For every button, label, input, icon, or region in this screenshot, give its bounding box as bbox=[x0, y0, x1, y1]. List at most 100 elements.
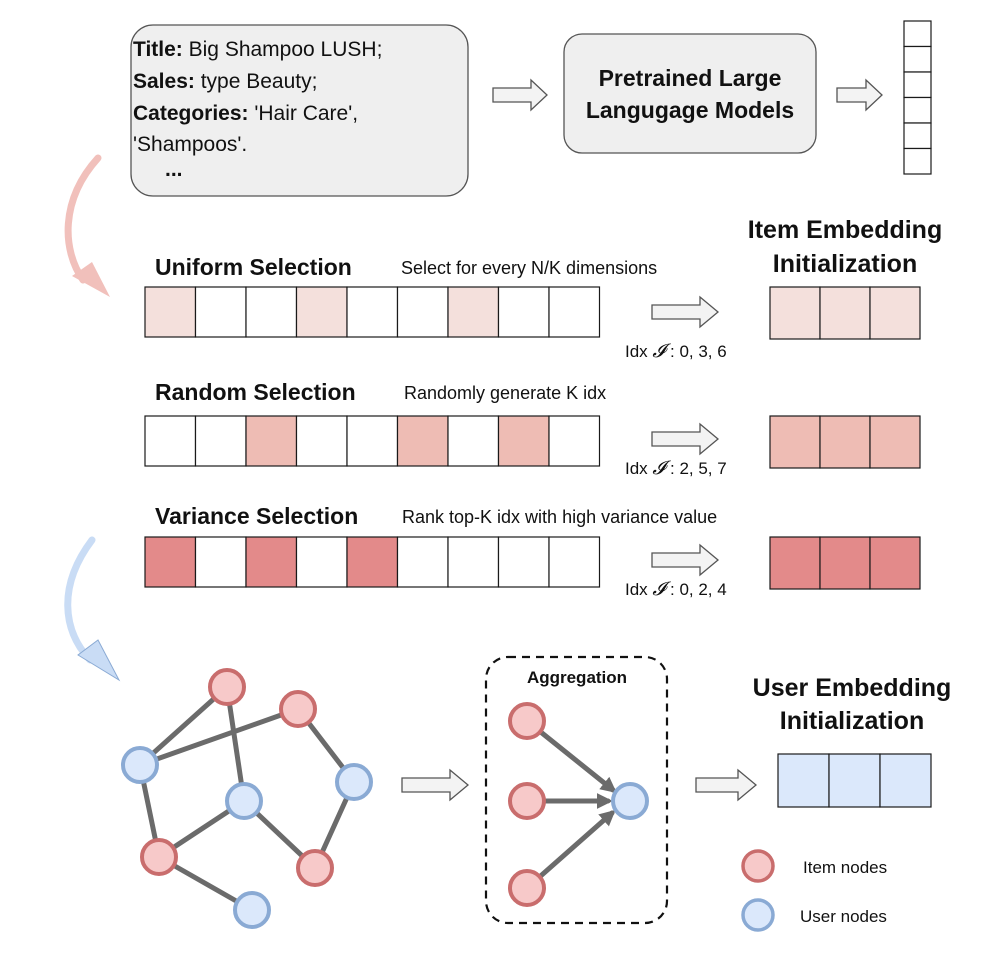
vector-cell bbox=[903, 96, 932, 124]
random-selection-strip bbox=[144, 415, 601, 467]
strip-cell bbox=[396, 536, 449, 588]
strip-cell bbox=[194, 415, 247, 467]
curved-arrow-head-to-graph bbox=[77, 639, 121, 682]
strip-cell bbox=[245, 286, 298, 338]
item-node bbox=[279, 690, 317, 728]
selected-cell bbox=[396, 415, 449, 467]
user-node bbox=[233, 891, 271, 929]
variance-selection-desc: Rank top-K idx with high variance value bbox=[402, 507, 717, 527]
strip-cell bbox=[295, 536, 348, 588]
strip-cell bbox=[497, 536, 550, 588]
strip-cell bbox=[194, 286, 247, 338]
variance-selection-title: Variance Selection bbox=[155, 503, 358, 529]
legend-item-icon bbox=[741, 849, 775, 883]
item-node bbox=[296, 849, 334, 887]
legend: Item nodes User nodes bbox=[741, 849, 887, 932]
arrow-aggregation-to-user-embedding bbox=[695, 768, 758, 802]
user-node bbox=[121, 746, 159, 784]
llm-label-line-2: Langugage Models bbox=[586, 97, 794, 123]
user-node bbox=[611, 782, 649, 820]
selected-cell bbox=[245, 415, 298, 467]
vector-cell bbox=[903, 71, 932, 99]
input-line-3: Categories: 'Hair Care', bbox=[133, 102, 358, 125]
input-line-1: Title: Big Shampoo LUSH; bbox=[133, 38, 382, 61]
user-embedding-vector bbox=[777, 753, 932, 808]
strip-cell bbox=[346, 415, 399, 467]
vector-cell bbox=[903, 122, 932, 150]
strip-cell bbox=[396, 286, 449, 338]
embedding-cell bbox=[869, 415, 921, 469]
uniform-idx-text: Idx 𝓘 : 0, 3, 6 bbox=[625, 340, 727, 362]
legend-user-label: User nodes bbox=[800, 907, 887, 926]
strip-cell bbox=[144, 415, 197, 467]
user-embedding-title-1: User Embedding bbox=[753, 674, 952, 702]
item-node bbox=[508, 702, 546, 740]
strip-cell bbox=[497, 286, 550, 338]
uniform-item-embedding bbox=[769, 286, 921, 340]
selected-cell bbox=[447, 286, 500, 338]
uniform-selection-strip bbox=[144, 286, 601, 338]
random-selection-title: Random Selection bbox=[155, 379, 356, 405]
embedding-cell bbox=[769, 415, 821, 469]
embedding-cell bbox=[819, 286, 871, 340]
llm-label-line-1: Pretrained Large bbox=[599, 65, 782, 91]
curved-arrow-head-to-selection bbox=[72, 262, 110, 297]
user-embedding-cell bbox=[828, 753, 881, 808]
curved-arrow-to-graph bbox=[64, 536, 96, 664]
user-node bbox=[335, 763, 373, 801]
random-selection-row: Random Selection Randomly generate K idx… bbox=[144, 379, 921, 479]
selected-cell bbox=[295, 286, 348, 338]
uniform-selection-desc: Select for every N/K dimensions bbox=[401, 258, 657, 278]
legend-item-label: Item nodes bbox=[803, 858, 887, 877]
vector-cell bbox=[903, 45, 932, 73]
selected-cell bbox=[245, 536, 298, 588]
embedding-cell bbox=[769, 536, 821, 590]
strip-cell bbox=[447, 536, 500, 588]
vector-cell bbox=[903, 20, 932, 48]
user-node bbox=[225, 782, 263, 820]
uniform-selection-title: Uniform Selection bbox=[155, 254, 352, 280]
legend-user-icon bbox=[741, 898, 775, 932]
arrow-graph-to-aggregation bbox=[401, 768, 470, 802]
random-selection-desc: Randomly generate K idx bbox=[404, 383, 606, 403]
item-embedding-title-1: Item Embedding bbox=[748, 216, 942, 244]
graph-edge bbox=[137, 706, 301, 768]
strip-cell bbox=[548, 286, 601, 338]
random-arrow bbox=[651, 422, 720, 456]
selected-cell bbox=[144, 286, 197, 338]
strip-cell bbox=[346, 286, 399, 338]
item-node bbox=[208, 668, 246, 706]
embedding-cell bbox=[769, 286, 821, 340]
strip-cell bbox=[548, 536, 601, 588]
user-embedding-title-2: Initialization bbox=[780, 707, 924, 735]
curved-arrow-to-selection bbox=[64, 154, 102, 284]
variance-arrow bbox=[651, 543, 720, 577]
strip-cell bbox=[194, 536, 247, 588]
arrow-llm-to-vector bbox=[836, 78, 883, 112]
aggregation-label: Aggregation bbox=[527, 668, 627, 687]
graph-edge bbox=[137, 684, 230, 768]
user-embedding-cell bbox=[879, 753, 932, 808]
graph-nodes bbox=[121, 668, 373, 929]
item-embedding-title-2: Initialization bbox=[773, 250, 917, 278]
strip-cell bbox=[447, 415, 500, 467]
random-idx-text: Idx 𝓘 : 2, 5, 7 bbox=[625, 457, 727, 479]
vector-cell bbox=[903, 147, 932, 175]
input-ellipsis: ... bbox=[165, 158, 183, 181]
variance-selection-strip bbox=[144, 536, 601, 588]
graph-edge bbox=[224, 684, 247, 804]
uniform-arrow bbox=[651, 295, 720, 329]
selected-cell bbox=[346, 536, 399, 588]
embedding-cell bbox=[819, 415, 871, 469]
embedding-cell bbox=[869, 536, 921, 590]
input-line-2: Sales: type Beauty; bbox=[133, 70, 317, 93]
variance-idx-text: Idx 𝓘 : 0, 2, 4 bbox=[625, 578, 727, 600]
arrow-input-to-llm bbox=[492, 78, 548, 112]
variance-item-embedding bbox=[769, 536, 921, 590]
uniform-selection-row: Uniform Selection Select for every N/K d… bbox=[144, 254, 921, 362]
strip-cell bbox=[295, 415, 348, 467]
embedding-cell bbox=[819, 536, 871, 590]
llm-box bbox=[563, 33, 817, 154]
